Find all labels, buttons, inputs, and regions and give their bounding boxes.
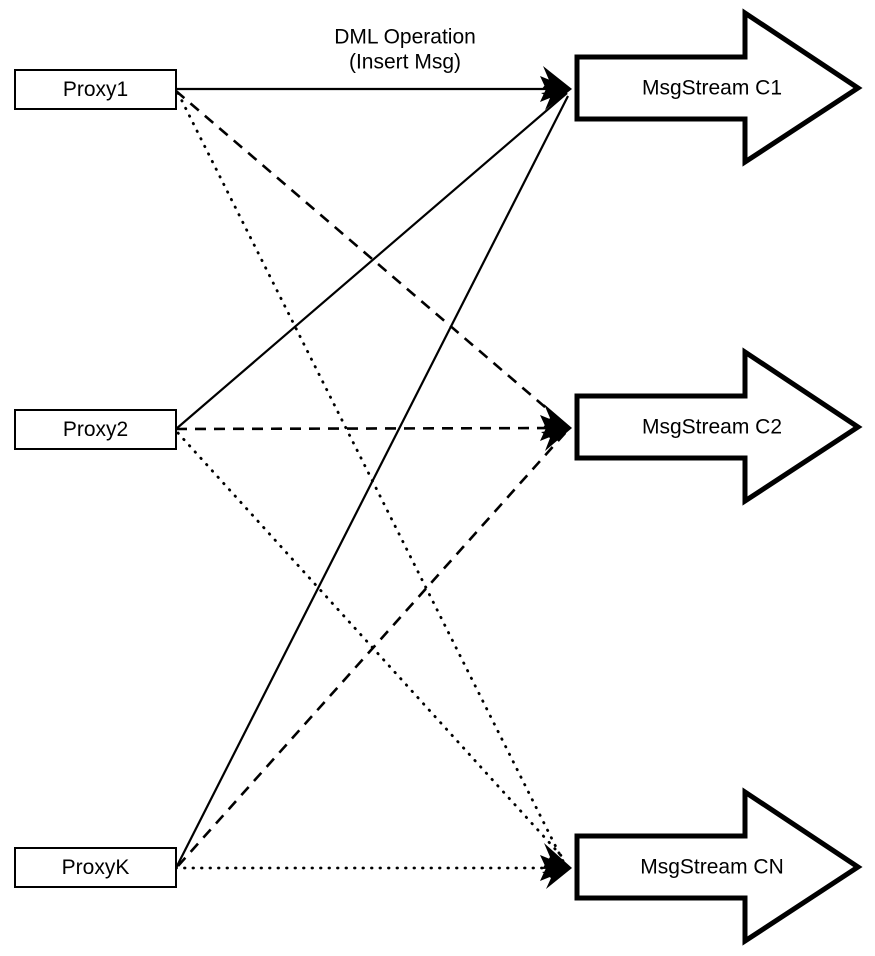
stream-c2-arrow-shape[interactable] — [574, 347, 863, 506]
stream-node-c2[interactable]: MsgStream C2 — [574, 347, 863, 506]
edge-caption: DML Operation (Insert Msg) — [334, 26, 476, 74]
edge-proxy1-to-stream-cn[interactable] — [176, 91, 565, 863]
edge-layer — [174, 87, 569, 870]
arrowhead-stream-c2-lower — [541, 428, 572, 451]
proxyk-label: ProxyK — [62, 856, 130, 879]
edge-caption-line1: DML Operation — [334, 26, 476, 49]
stream-cn-arrow-shape[interactable] — [574, 787, 863, 946]
edge-proxyk-to-stream-c2[interactable] — [177, 431, 567, 867]
arrowhead-stream-c2-upper — [542, 404, 572, 429]
arrowhead-layer — [540, 66, 572, 889]
edge-caption-line2: (Insert Msg) — [349, 51, 461, 74]
proxy-node-proxy1[interactable]: Proxy1 — [14, 69, 177, 110]
edge-proxy1-to-stream-c2[interactable] — [175, 90, 567, 426]
edge-proxyk-to-stream-c1[interactable] — [175, 95, 569, 869]
proxy-node-proxyk[interactable]: ProxyK — [14, 847, 177, 888]
proxy2-box[interactable] — [14, 409, 177, 450]
proxyk-box[interactable] — [14, 847, 177, 888]
edge-proxy2-to-stream-cn[interactable] — [176, 431, 568, 863]
arrowhead-stream-c1-upper — [541, 66, 572, 90]
edge-proxy2-to-stream-c2[interactable] — [175, 426, 567, 431]
stream-node-c1[interactable]: MsgStream C1 — [574, 8, 863, 167]
stream-c1-arrow-shape[interactable] — [574, 8, 863, 167]
arrowhead-stream-cn-lower — [542, 868, 572, 889]
proxy1-label: Proxy1 — [63, 78, 128, 101]
arrowhead-stream-cn-upper — [542, 843, 572, 869]
stream-c2-label: MsgStream C2 — [642, 416, 782, 439]
proxy2-label: Proxy2 — [63, 418, 128, 441]
stream-node-cn[interactable]: MsgStream CN — [574, 787, 863, 946]
stream-c1-label: MsgStream C1 — [642, 77, 782, 100]
arrowhead-stream-c1-lower — [541, 89, 572, 110]
edge-proxy2-to-stream-c1[interactable] — [175, 92, 568, 430]
proxy-node-proxy2[interactable]: Proxy2 — [14, 409, 177, 450]
proxy1-box[interactable] — [14, 69, 177, 110]
stream-cn-label: MsgStream CN — [640, 856, 784, 879]
